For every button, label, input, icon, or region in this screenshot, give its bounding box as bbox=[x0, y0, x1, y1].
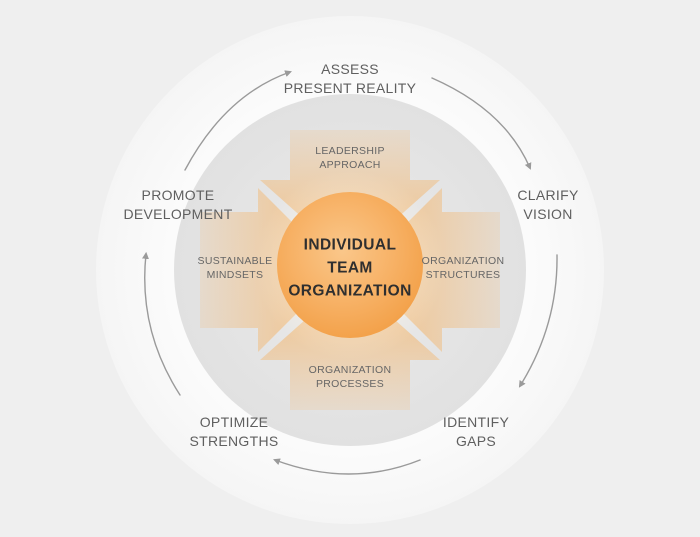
cycle-arrow-3 bbox=[518, 254, 558, 388]
core-label: INDIVIDUAL TEAM ORGANIZATION bbox=[288, 234, 411, 303]
cycle-arrows bbox=[142, 70, 558, 475]
cycle-arrow-4 bbox=[273, 458, 421, 475]
core-circle bbox=[277, 192, 423, 338]
core-line-organization: ORGANIZATION bbox=[288, 282, 412, 300]
factor-label-top: LEADERSHIP APPROACH bbox=[315, 145, 385, 171]
cycle-arrow-2 bbox=[431, 77, 532, 170]
stage-label-identify: IDENTIFY GAPS bbox=[442, 414, 510, 449]
factor-label-left: SUSTAINABLE MINDSETS bbox=[197, 255, 273, 281]
stage-label-optimize: OPTIMIZE STRENGTHS bbox=[189, 414, 279, 449]
stage-label-promote: PROMOTE DEVELOPMENT bbox=[123, 187, 233, 222]
cycle-arrow-1 bbox=[184, 70, 292, 171]
factor-label-bottom: ORGANIZATION PROCESSES bbox=[308, 364, 392, 390]
factor-label-right: ORGANIZATION STRUCTURES bbox=[421, 255, 505, 281]
core-line-individual: INDIVIDUAL bbox=[303, 236, 397, 254]
stage-label-clarify: CLARIFY VISION bbox=[517, 187, 579, 222]
cycle-arrow-5 bbox=[142, 251, 181, 396]
stage-label-assess: ASSESS PRESENT REALITY bbox=[283, 61, 417, 96]
core-line-team: TEAM bbox=[327, 259, 373, 277]
